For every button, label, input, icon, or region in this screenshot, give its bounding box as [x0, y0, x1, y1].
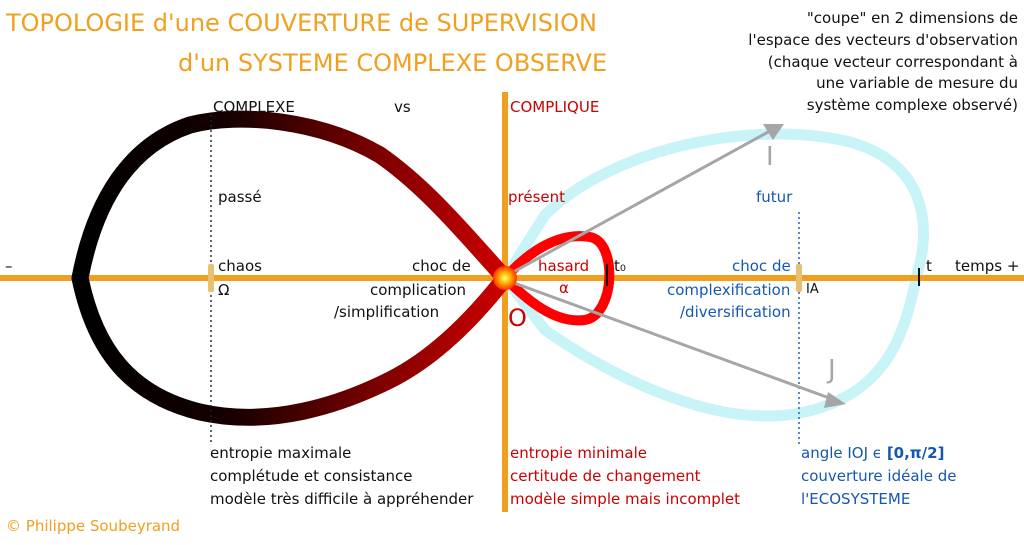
ia-tick: [796, 264, 802, 292]
bottom-left-line-1: entropie maximale: [210, 444, 352, 462]
label-choc-left: choc de: [412, 257, 471, 275]
label-complication: complication: [370, 281, 467, 299]
label-simplification: /simplification: [334, 303, 440, 321]
axis-t0-label: t₀: [614, 257, 626, 275]
bottom-right-line-2: couverture idéale de: [801, 467, 957, 485]
label-vector-i: I: [766, 142, 774, 172]
bottom-right-block: angle IOJ ϵ [0,π/2] couverture idéale de…: [801, 442, 956, 511]
label-vs: vs: [394, 98, 411, 116]
bottom-left-block: entropie maximale complétude et consista…: [210, 442, 473, 511]
vector-i-arrowhead: [763, 124, 784, 140]
bottom-center-line-2: certitude de changement: [510, 467, 701, 485]
note-line-5: système complexe observé): [806, 96, 1018, 114]
observation-note: "coupe" en 2 dimensions de l'espace des …: [748, 8, 1018, 117]
angle-label: angle IOJ ϵ: [801, 444, 887, 462]
label-present: présent: [508, 188, 566, 206]
label-ia: IA: [806, 282, 819, 297]
bottom-left-line-2: complétude et consistance: [210, 467, 413, 485]
note-line-2: l'espace des vecteurs d'observation: [748, 30, 1018, 49]
note-line-1: "coupe" en 2 dimensions de: [806, 9, 1018, 27]
left-loop-past: [71, 110, 512, 426]
bottom-right-line-1: angle IOJ ϵ [0,π/2]: [801, 442, 956, 465]
vector-i: [505, 129, 771, 278]
label-origin: O: [508, 304, 527, 332]
title-line-1: TOPOLOGIE d'une COUVERTURE de SUPERVISIO…: [6, 9, 597, 37]
label-alpha: α: [559, 279, 569, 297]
label-complexification: complexification: [667, 281, 791, 299]
label-chaos: chaos: [218, 257, 262, 275]
label-vector-j: J: [828, 355, 836, 385]
bottom-center-line-3: modèle simple mais incomplet: [510, 490, 741, 508]
label-hasard: hasard: [538, 257, 590, 275]
axis-plus-label: temps +: [955, 257, 1020, 275]
label-complexe: COMPLEXE: [213, 98, 295, 116]
bottom-left-line-3: modèle très difficile à appréhender: [210, 490, 474, 508]
axis-t-label: t: [926, 257, 932, 275]
origin-point: [493, 266, 517, 290]
label-choc-right: choc de: [732, 257, 791, 275]
small-loop-present: [501, 231, 615, 326]
note-line-4: une variable de mesure du: [816, 74, 1018, 93]
title-line-2: d'un SYSTEME COMPLEXE OBSERVE: [178, 49, 608, 77]
note-line-3: (chaque vecteur correspondant à: [767, 52, 1018, 71]
angle-interval: [0,π/2]: [886, 444, 945, 462]
label-diversification: /diversification: [680, 303, 791, 321]
copyright-text: © Philippe Soubeyrand: [6, 517, 181, 535]
bottom-center-line-1: entropie minimale: [510, 444, 647, 462]
bottom-right-line-3: l'ECOSYSTEME: [801, 490, 911, 508]
vector-j: [505, 278, 833, 401]
axis-minus-label: –: [5, 257, 13, 275]
label-omega: Ω: [218, 281, 230, 299]
right-loop-future: [500, 128, 929, 422]
omega-tick: [208, 264, 214, 292]
label-passe: passé: [218, 188, 262, 206]
vector-j-arrowhead: [824, 392, 846, 408]
label-complique: COMPLIQUE: [510, 98, 600, 116]
label-futur: futur: [756, 188, 793, 206]
bottom-center-block: entropie minimale certitude de changemen…: [510, 442, 740, 511]
